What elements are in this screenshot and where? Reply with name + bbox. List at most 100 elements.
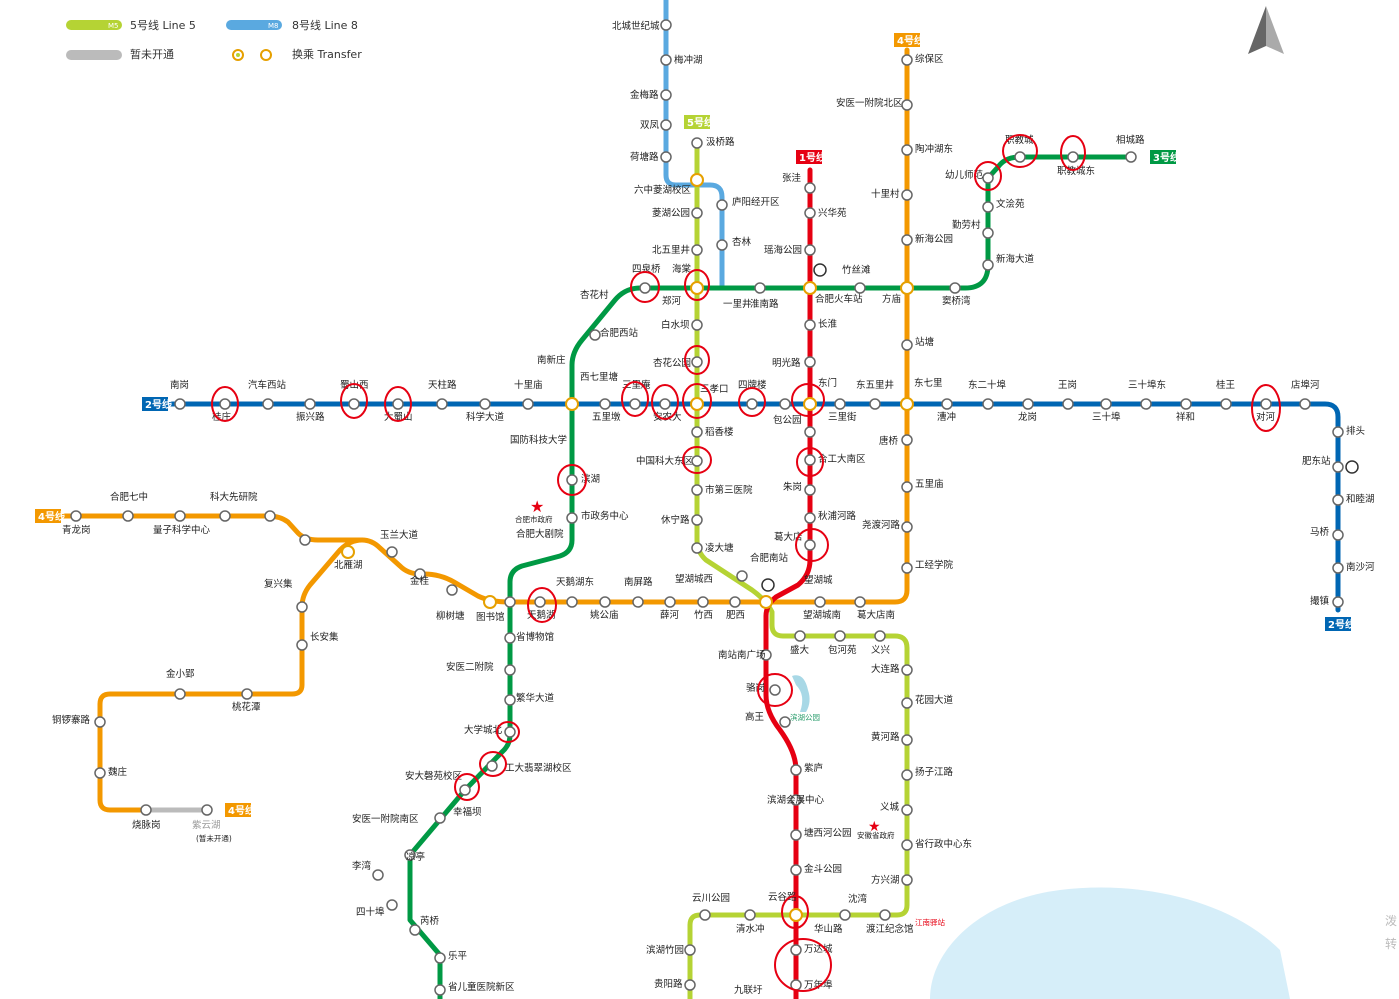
station-label: 北雁湖 (334, 560, 363, 571)
annotation-circle (1060, 135, 1086, 171)
transfer-station (483, 595, 497, 609)
station-label: 凉亭 (406, 851, 425, 863)
station-label: 双凤 (640, 120, 660, 131)
station-label: 肥西 (726, 610, 745, 621)
line4-badge-north: 4号线 (894, 33, 924, 47)
station-label: 繁华大道 (516, 692, 555, 704)
station-label: 方兴湖 (871, 874, 900, 886)
station-label: 玉兰大道 (380, 529, 419, 541)
station-label: 尧渡河路 (862, 519, 901, 531)
station-label: 贵阳路 (654, 978, 683, 990)
station-label: 量子科学中心 (153, 524, 211, 536)
station-label: 黄河路 (871, 731, 900, 743)
station-label: 工大翡翠湖校区 (505, 762, 572, 774)
station-label: 义城 (880, 802, 900, 813)
regular-stations (70, 19, 1344, 996)
chaohu-lake (930, 887, 1290, 999)
star-icon: ★ (868, 819, 881, 835)
station-label: 文浍苑 (996, 198, 1025, 210)
station-label: 合肥七中 (110, 491, 148, 503)
annotation-circle (340, 383, 368, 419)
station-label: 五里墩 (592, 411, 621, 423)
station-label: 科大先研院 (210, 491, 258, 503)
station-label: 合肥火车站 (815, 293, 863, 305)
unopened-note: (暂未开通) (196, 833, 232, 843)
station-label: 华山路 (814, 923, 843, 935)
station-label: 白水坝 (661, 319, 690, 331)
annotation-circle (527, 587, 557, 623)
station-label: 南岗 (170, 379, 189, 391)
station-label: 张洼 (782, 172, 802, 184)
station-label: 图书馆 (476, 611, 505, 623)
annotation-circle (795, 528, 829, 562)
station-label: 马桥 (1310, 526, 1330, 538)
station-label: 安医一附院北区 (836, 97, 903, 109)
station-label: 休宁路 (661, 514, 690, 526)
station-label: 庐阳经开区 (732, 196, 780, 208)
station-label: 义兴 (871, 645, 890, 656)
annotation-circle (496, 721, 520, 743)
station-label: 芮桥 (420, 915, 440, 927)
svg-text:M8: M8 (268, 22, 279, 30)
legend: M5 5号线 Line 5 M8 8号线 Line 8 暂未开通 换乘 Tran… (66, 18, 362, 61)
legend-line5: 5号线 Line 5 (130, 18, 196, 32)
line1-badge: 1号线 (796, 150, 826, 164)
station-labels: 北城世纪城 梅冲湖 金梅路 双凤 荷塘路 六中菱湖校区 菱湖公园 北五里井 四泉… (52, 20, 1375, 996)
station-label: 淮南路 (750, 298, 779, 310)
station-label: 望湖城 (804, 574, 833, 586)
station-label: 漕冲 (937, 411, 956, 423)
station-label: 盛大 (790, 644, 810, 656)
station-label: 合肥大剧院 (516, 528, 564, 540)
landmark-label: 江南驿站 (915, 917, 945, 927)
annotation-circle (1251, 384, 1281, 432)
annotation-circle (651, 384, 679, 420)
station-label: 汽车西站 (248, 379, 287, 391)
station-label: 凌大塘 (705, 542, 734, 554)
station-label: 清水冲 (736, 923, 765, 935)
station-label: 四牌楼 (738, 379, 767, 391)
svg-text:2号线: 2号线 (1328, 618, 1355, 631)
annotation-circle (384, 386, 412, 422)
station-label: 综保区 (915, 53, 944, 65)
station-label: 三里街 (828, 411, 857, 423)
station-label: 金梅路 (630, 89, 659, 101)
annotation-circle (791, 383, 825, 417)
station-label: 站塘 (915, 336, 935, 348)
annotation-circle (682, 446, 712, 474)
station-label: 合肥市政府 (515, 514, 553, 524)
annotation-circle (796, 447, 824, 477)
station-label: 十里庙 (514, 379, 543, 391)
station-label: 一里井 (723, 298, 752, 310)
station-label: 陶冲湖东 (915, 143, 953, 155)
station-label: 省行政中心东 (915, 838, 972, 850)
station-label: 梅冲湖 (674, 54, 703, 66)
station-label: 振兴路 (296, 411, 325, 423)
station-label: 大学城北 (464, 724, 503, 736)
line4-badge-west: 4号线 (35, 509, 65, 523)
station-label: 店埠河 (1291, 379, 1320, 391)
annotation-circle (1002, 134, 1038, 168)
railway-station-icon (1345, 460, 1359, 474)
station-label: 葛大店 (774, 531, 803, 543)
station-label: 祥和 (1176, 411, 1195, 423)
station-label: 科学大道 (466, 411, 505, 423)
station-label: 南站南广场 (718, 649, 766, 661)
legend-transfer: 换乘 Transfer (292, 47, 362, 61)
station-label: 天柱路 (428, 379, 457, 391)
station-label: 省博物馆 (516, 631, 554, 643)
station-label: 十里村 (871, 188, 900, 200)
station-label: 撮镇 (1310, 595, 1330, 607)
station-label: 朱岗 (783, 481, 802, 493)
annotation-circle (479, 751, 507, 777)
station-label: 瑶海公园 (764, 244, 802, 256)
station-label: 幸福坝 (453, 806, 482, 818)
station-label: 大连路 (871, 663, 900, 675)
transfer-station (759, 595, 773, 609)
annotation-circle (557, 464, 587, 496)
station-label: 安医一附院南区 (352, 813, 419, 825)
transfer-station (803, 281, 817, 295)
station-label: 安医二附院 (446, 661, 494, 673)
line3-badge: 3号线 (1150, 150, 1180, 164)
station-label: 长安集 (310, 631, 339, 643)
station-label: 兴华苑 (818, 207, 847, 219)
